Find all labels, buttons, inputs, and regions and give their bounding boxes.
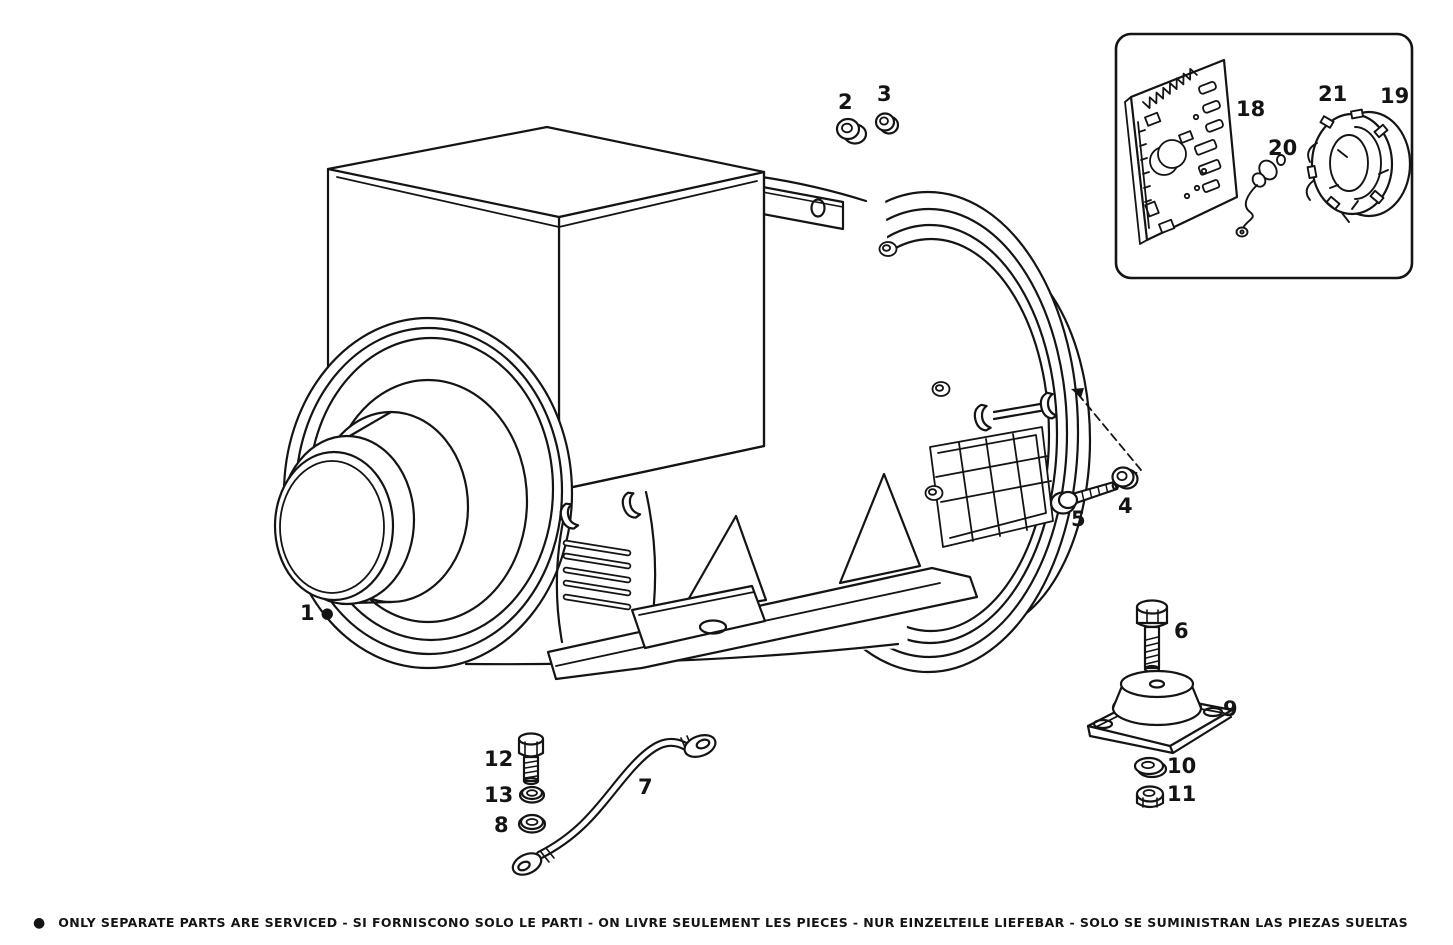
callout-7: 7 (638, 775, 653, 799)
callout-9: 9 (1223, 697, 1238, 721)
mounting-feet (546, 472, 979, 681)
callout-19: 19 (1380, 84, 1410, 108)
sensing-lead-20 (1235, 154, 1286, 238)
washer-8 (517, 813, 547, 834)
callout-1: 1 ● (300, 601, 334, 625)
callout-11: 11 (1167, 782, 1197, 806)
grille (929, 426, 1054, 548)
callout-13: 13 (484, 783, 514, 807)
callout-6: 6 (1174, 619, 1189, 643)
callout-10: 10 (1167, 754, 1197, 778)
ground-cable-7 (511, 734, 717, 876)
nut-11 (1135, 785, 1165, 809)
drive-end-housing (273, 316, 574, 670)
washer-13 (518, 785, 546, 804)
bolt-12 (517, 732, 545, 786)
inset-panel (1114, 32, 1414, 280)
terminal-rod (972, 390, 1059, 433)
brush-holder-19-21 (1305, 108, 1412, 223)
nut-2 (835, 117, 868, 145)
callout-21: 21 (1318, 82, 1348, 106)
washer-3 (874, 112, 900, 135)
footnote-bullet: ● (33, 914, 46, 931)
footnote: ● ONLY SEPARATE PARTS ARE SERVICED - SI … (33, 915, 1408, 930)
regulator-board-18 (1124, 58, 1239, 245)
callout-4: 4 (1118, 494, 1133, 518)
bolt-6 (1135, 599, 1169, 674)
callout-12: 12 (484, 747, 514, 771)
callout-18: 18 (1236, 97, 1266, 121)
washer-10 (1133, 756, 1168, 779)
callout-5: 5 (1071, 507, 1086, 531)
callout-3: 3 (877, 82, 892, 106)
footnote-text: ONLY SEPARATE PARTS ARE SERVICED - SI FO… (58, 915, 1409, 930)
vibration-mount-9 (1086, 669, 1234, 755)
washer-4 (1111, 466, 1139, 490)
callout-8: 8 (494, 813, 509, 837)
bolt-5 (1049, 480, 1120, 515)
callout-20: 20 (1268, 136, 1298, 160)
vent-door (555, 490, 657, 644)
callout-2: 2 (838, 90, 853, 114)
serviced-marker-dot: ● (320, 604, 334, 622)
